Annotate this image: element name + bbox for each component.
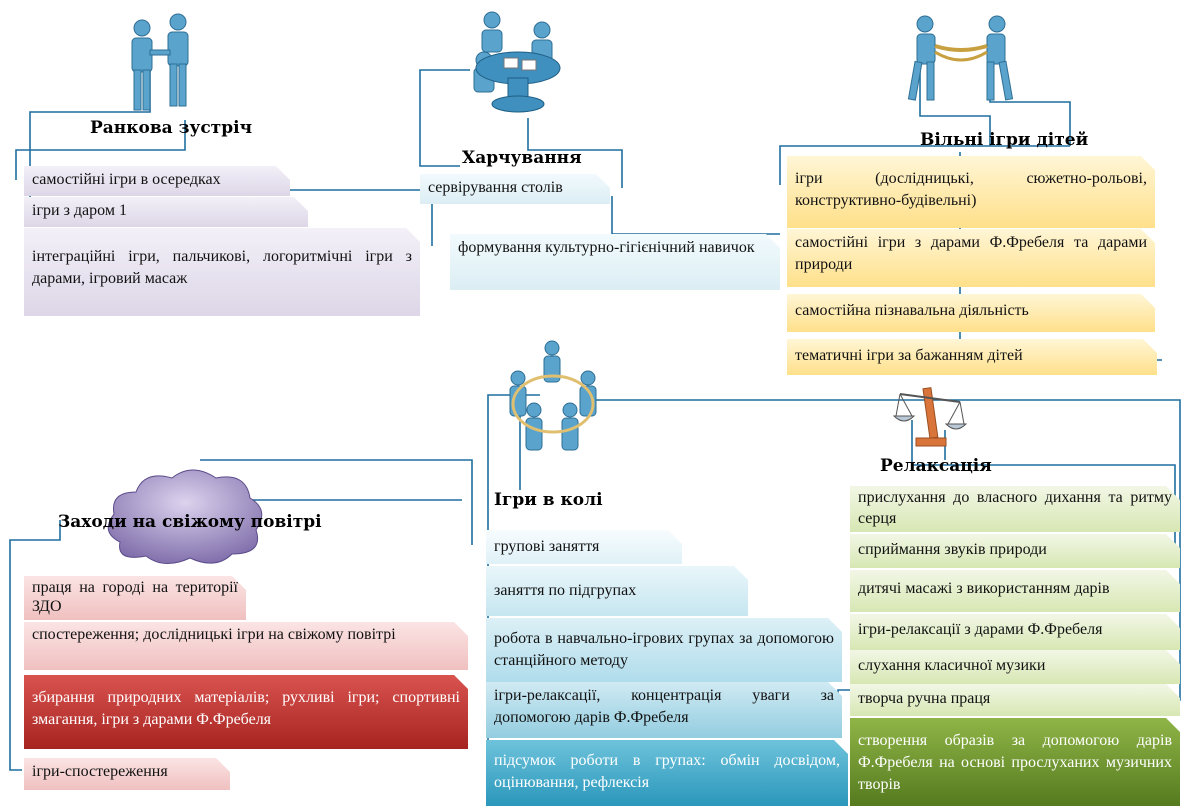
outdoor-item: ігри-спостереження: [24, 758, 230, 790]
relax-item: прислухання до власного дихання та ритму…: [850, 486, 1180, 532]
food-title: Харчування: [462, 148, 582, 168]
relax-item: сприймання звуків природи: [850, 534, 1180, 568]
free-title: Вільні ігри дітей: [920, 130, 1089, 150]
outdoor-item: спостереження; дослідницькі ігри на свіж…: [24, 622, 468, 670]
free-item: тематичні ігри за бажанням дітей: [787, 339, 1157, 375]
morning-item: інтеграційні ігри, пальчикові, логоритмі…: [24, 228, 420, 316]
circle-title: Ігри в колі: [494, 490, 603, 510]
outdoor-title: Заходи на свіжому повітрі: [58, 512, 322, 532]
outdoor-item: збирання природних матеріалів; рухливі і…: [24, 675, 468, 749]
circle-item: групові заняття: [486, 530, 682, 564]
relax-item: ігри-релаксації з дарами Ф.Фребеля: [850, 614, 1180, 650]
outdoor-item: праця на городі на території ЗДО: [24, 576, 246, 620]
morning-title: Ранкова зустріч: [90, 118, 253, 138]
relax-item: дитячі масажі з використанням дарів: [850, 570, 1180, 612]
people-circle-icon: [509, 340, 597, 451]
circle-item: підсумок роботи в групах: обмін досвідом…: [486, 740, 848, 806]
relax-item: слухання класичної музики: [850, 650, 1180, 684]
circle-item: ігри-релаксації, концентрація уваги за д…: [486, 682, 842, 738]
relax-item: творча ручна праця: [850, 684, 1180, 716]
relax-title: Релаксація: [880, 456, 992, 476]
morning-item: самостійні ігри в осередках: [24, 166, 290, 196]
morning-item: ігри з даром 1: [24, 197, 308, 227]
tug-of-war-icon: [907, 15, 1014, 101]
free-item: самостійні ігри з дарами Ф.Фребеля та да…: [787, 229, 1155, 287]
scales-icon: [892, 387, 968, 447]
food-item: сервірування столів: [420, 174, 610, 204]
handshake-icon: [131, 13, 189, 111]
food-item: формування культурно-гігієнічний навичок: [450, 234, 780, 290]
free-item: самостійна пізнавальна діяльність: [787, 294, 1155, 332]
cloud-icon: [107, 469, 263, 564]
relax-item: створення образів за допомогою дарів Ф.Ф…: [850, 718, 1180, 806]
circle-item: робота в навчально-ігрових групах за доп…: [486, 618, 842, 682]
circle-item: заняття по підгрупах: [486, 566, 748, 616]
free-item: ігри (дослідницькі, сюжетно-рольові, кон…: [787, 156, 1155, 228]
meeting-table-icon: [473, 11, 561, 113]
